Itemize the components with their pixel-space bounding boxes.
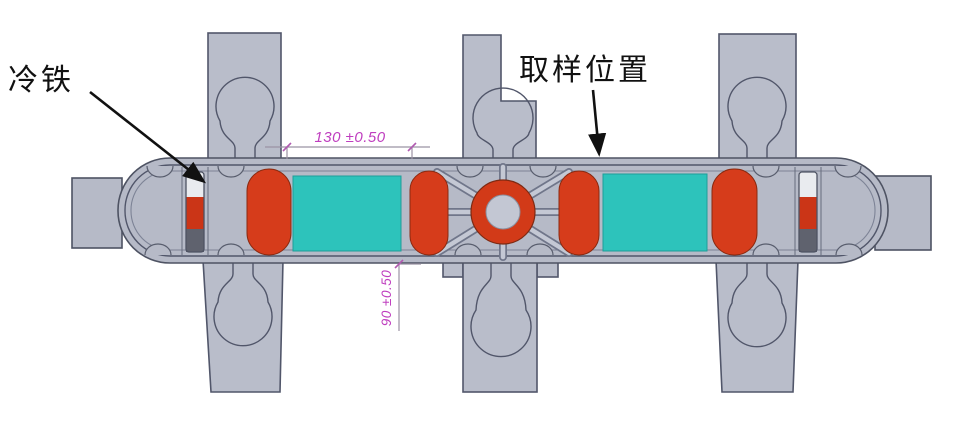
riser-top-left — [207, 32, 282, 164]
riser-top-right — [718, 33, 797, 165]
chill-iron-arrow — [89, 90, 207, 184]
riser-bulb-top-right — [727, 76, 787, 161]
feeder-capsule-right — [711, 168, 758, 256]
riser-bottom-center — [462, 259, 538, 393]
chill-iron-right — [794, 167, 822, 255]
dimension-width-label: 130 ±0.50 — [314, 129, 385, 146]
dimension-height: 90 ±0.50 — [379, 259, 421, 331]
riser-bulb-top-center — [472, 87, 534, 163]
feeder-capsule-left — [246, 168, 292, 256]
riser-bulb-bottom-left — [213, 259, 273, 347]
chill-iron-left-body — [186, 197, 204, 229]
chill-iron-right-top — [799, 172, 817, 197]
riser-bulb-bottom-right — [727, 259, 787, 348]
dimension-width: 130 ±0.50 — [265, 129, 430, 159]
feeder-capsule-center-right — [558, 170, 600, 256]
sample-block-left — [292, 175, 402, 252]
chill-iron-left — [181, 167, 209, 255]
sample-block-right — [602, 173, 708, 252]
ingate-bumps — [144, 165, 863, 256]
sampling-position-label: 取样位置 — [519, 54, 651, 87]
dimension-height-label: 90 ±0.50 — [379, 270, 394, 326]
riser-bottom-right — [715, 259, 799, 393]
chill-iron-right-base — [799, 229, 817, 252]
sampling-position-arrow — [588, 89, 607, 157]
riser-tab-left — [442, 261, 464, 278]
riser-tab-right — [536, 261, 559, 278]
sprue-stub-left — [71, 177, 123, 249]
center-ring-bore — [485, 194, 521, 230]
chill-iron-left-base — [186, 229, 204, 252]
feeder-capsule-center-left — [409, 170, 449, 256]
chill-iron-right-body — [799, 197, 817, 229]
chill-iron-label: 冷铁 — [8, 64, 74, 97]
riser-bulb-top-left — [215, 76, 275, 163]
riser-bulb-bottom-center — [470, 261, 532, 358]
